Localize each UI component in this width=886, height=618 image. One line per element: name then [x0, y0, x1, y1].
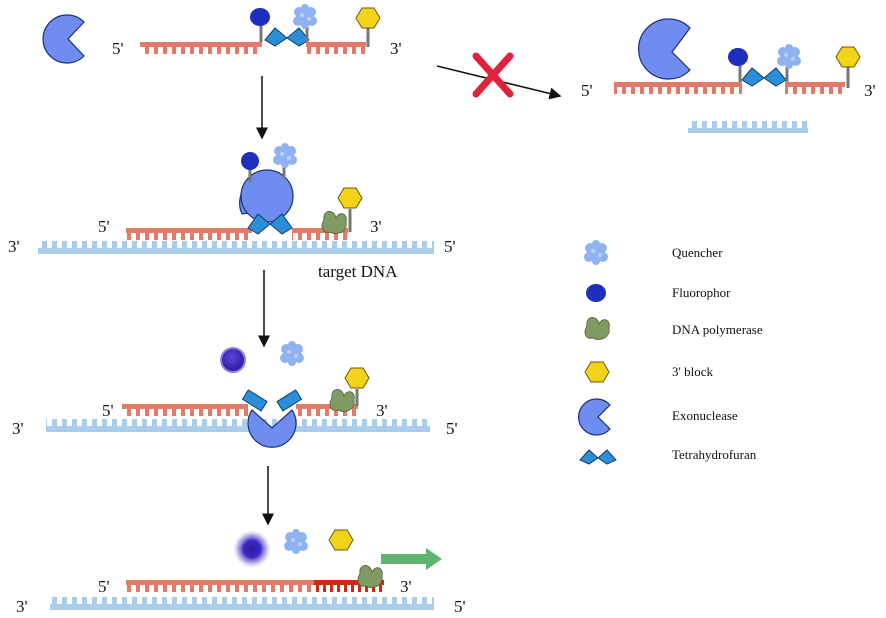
legend-label: Fluorophor [672, 285, 731, 300]
panel-4-extension [50, 529, 442, 610]
legend-label: Quencher [672, 245, 723, 260]
legend-label: Tetrahydrofuran [672, 447, 757, 462]
tetrahydrofuran-icon [579, 449, 617, 465]
label-3prime: 3' [12, 419, 24, 438]
panel-2-hybridized [38, 143, 434, 254]
label-5prime: 5' [98, 217, 110, 236]
dna-polymerase-icon [584, 317, 610, 340]
legend: Quencher Fluorophor DNA polymerase 3' bl… [578, 240, 763, 465]
legend-label: DNA polymerase [672, 322, 763, 337]
panel-1-initial-probe [42, 4, 381, 64]
label-5prime: 5' [444, 237, 456, 256]
label-5prime: 5' [454, 597, 466, 616]
exonuclease-free [42, 14, 85, 64]
label-5prime: 5' [112, 39, 124, 58]
tetrahydrofuran [264, 27, 310, 47]
label-5prime: 5' [102, 401, 114, 420]
label-3prime: 3' [864, 81, 876, 100]
label-3prime: 3' [390, 39, 402, 58]
target-dna-label: target DNA [318, 262, 398, 281]
probe-backbone [140, 42, 262, 47]
legend-label: 3' block [672, 364, 713, 379]
3-block-icon [584, 361, 610, 383]
label-5prime: 5' [98, 577, 110, 596]
label-3prime: 3' [370, 217, 382, 236]
extension-arrow [381, 548, 442, 570]
quencher-icon [584, 240, 608, 265]
label-3prime: 3' [400, 577, 412, 596]
label-3prime: 3' [376, 401, 388, 420]
label-5prime: 5' [581, 81, 593, 100]
exonuclease-icon [578, 398, 611, 436]
exonuclease [637, 18, 691, 80]
panel-no-target [436, 18, 861, 133]
fluorophore-glowing [233, 530, 271, 568]
quencher [293, 4, 317, 29]
3-block [355, 7, 381, 29]
cross-icon [472, 52, 514, 98]
legend-label: Exonuclease [672, 408, 738, 423]
label-3prime: 3' [16, 597, 28, 616]
label-3prime: 3' [8, 237, 20, 256]
fluorophore-icon [586, 284, 606, 302]
label-5prime: 5' [446, 419, 458, 438]
fluorophore [250, 8, 270, 26]
panel-3-cleavage [46, 341, 430, 448]
